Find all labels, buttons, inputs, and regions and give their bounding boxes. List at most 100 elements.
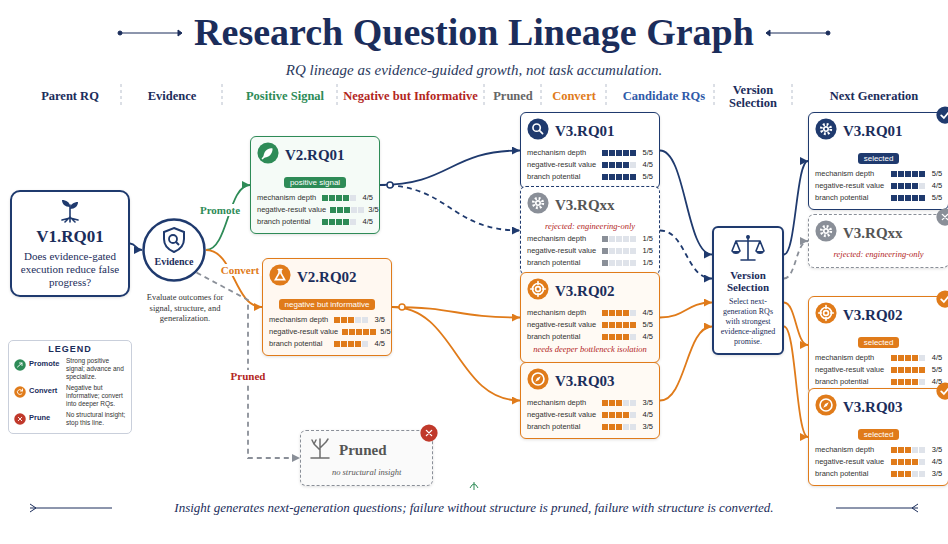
metric-row: branch potential4/5	[815, 376, 942, 387]
metric-row: branch potential 4/5	[269, 338, 385, 349]
bare-tree-icon	[307, 436, 333, 460]
edge-label: Pruned	[229, 370, 268, 382]
metric-row: mechanism depth1/5	[527, 233, 653, 244]
status-pill: selected	[858, 337, 900, 348]
score-bar	[602, 248, 636, 254]
node-note: needs deeper bottleneck isolation	[527, 344, 653, 354]
score-bar	[891, 183, 925, 189]
metric-value: 5/5	[929, 365, 942, 374]
score-bar	[334, 341, 368, 347]
score-bar	[602, 310, 636, 316]
score-bar	[330, 207, 364, 213]
legend-text: Convert	[29, 384, 63, 395]
node-heading: V2.RQ02	[297, 269, 357, 286]
metric-value: 4/5	[640, 410, 653, 419]
column-header: Pruned	[487, 90, 539, 103]
metric-row: branch potential4/5	[257, 216, 373, 227]
score-bar	[891, 447, 925, 453]
metric-row: negative-result value4/5	[815, 180, 942, 191]
node-caption: Evidence	[142, 256, 206, 267]
status-pill: selected	[858, 153, 900, 164]
node-heading: V3.RQ02	[555, 283, 615, 300]
compass-icon	[815, 394, 837, 416]
node-heading: V3.RQ01	[555, 123, 615, 140]
metric-row: mechanism depth3/5	[269, 314, 385, 325]
metric-name: negative-result value	[527, 410, 602, 419]
legend-box: LEGENDPromoteStrong positive signal; adv…	[8, 340, 132, 434]
metric-value: 3/5	[929, 445, 942, 454]
score-bar	[602, 334, 636, 340]
connector	[660, 151, 712, 255]
metric-name: negative-result value	[815, 457, 891, 466]
flask-icon	[269, 264, 291, 286]
scale-icon	[731, 233, 765, 263]
node-heading: V2.RQ01	[285, 147, 345, 164]
metric-value: 3/5	[368, 205, 378, 214]
gear-icon	[815, 220, 837, 242]
metric-value: 4/5	[360, 193, 373, 202]
check-icon	[936, 382, 948, 400]
score-bar	[602, 162, 636, 168]
status-pill: negative but informative	[279, 299, 376, 310]
x-icon	[936, 208, 948, 226]
metric-value: 1/5	[640, 246, 653, 255]
rq-box: V3.RQxxrejected: engineering-only	[808, 214, 948, 268]
metric-value: 4/5	[640, 160, 653, 169]
metric-row: negative-result value4/5	[815, 456, 942, 467]
metric-value: 4/5	[372, 339, 385, 348]
column-header: Candidate RQs	[616, 90, 712, 103]
metric-row: branch potential5/5	[527, 171, 653, 182]
node-body: Select next-generation RQs with stronges…	[720, 297, 776, 347]
connector	[206, 185, 250, 250]
connector	[130, 244, 142, 251]
node-heading: V3.RQxx	[555, 197, 615, 214]
connector	[392, 307, 520, 318]
metric-row: negative-result value5/5	[527, 319, 653, 330]
metric-value: 4/5	[640, 332, 653, 341]
metric-row: mechanism depth5/5	[527, 147, 653, 158]
connector	[392, 307, 520, 401]
metric-name: negative-result value	[257, 205, 330, 214]
metric-name: mechanism depth	[527, 148, 602, 157]
score-bar	[891, 171, 925, 177]
metric-name: branch potential	[269, 339, 334, 348]
cycle-icon	[14, 386, 26, 398]
node-heading: V3.RQ03	[843, 399, 903, 416]
metric-name: mechanism depth	[815, 445, 891, 454]
score-bar	[891, 367, 925, 373]
metric-name: branch potential	[527, 422, 602, 431]
metric-row: branch potential 4/5	[527, 331, 653, 342]
legend-description-slot: Negative but informative; convert into d…	[66, 384, 126, 408]
metric-name: mechanism depth	[269, 315, 334, 324]
metric-value: 3/5	[929, 469, 942, 478]
title: Research Question Lineage Graph	[0, 10, 948, 54]
junction-dot	[399, 304, 405, 310]
legend-description: No structural insight; stop this line.	[66, 411, 125, 426]
metric-value: 5/5	[380, 327, 390, 336]
check-icon	[936, 106, 948, 124]
metric-value: 3/5	[640, 398, 653, 407]
rq-box: V1.RQ01Does evidence-gated execution red…	[10, 190, 130, 297]
compass-icon	[527, 368, 549, 390]
connector	[660, 303, 712, 318]
metric-name: branch potential	[527, 332, 602, 341]
legend-title: LEGEND	[14, 344, 126, 354]
node-body: Does evidence-gated execution reduce fal…	[18, 250, 122, 289]
rq-box: V3.RQ03mechanism depth3/5negative-result…	[520, 362, 660, 439]
caption: Insight generates next-generation questi…	[120, 500, 828, 516]
column-header: Negative but Informative	[339, 90, 482, 103]
metric-row: mechanism depth4/5	[815, 352, 942, 363]
status-pill: positive signal	[284, 177, 346, 188]
metric-value: 5/5	[640, 320, 653, 329]
metric-row: mechanism depth3/5	[527, 397, 653, 408]
subtitle: RQ lineage as evidence-guided growth, no…	[174, 62, 774, 79]
metric-row: mechanism depth5/5	[815, 168, 942, 179]
rq-box: V2.RQ02 negative but informative mechanism…	[262, 258, 392, 356]
score-bar	[602, 412, 636, 418]
pruned-box: Prunedno structural insight	[300, 430, 433, 486]
metric-row: branch potential3/5	[527, 421, 653, 432]
metric-value: 5/5	[929, 193, 942, 202]
junction-dot	[387, 182, 393, 188]
selection-box: Version SelectionSelect next-generation …	[712, 226, 784, 355]
